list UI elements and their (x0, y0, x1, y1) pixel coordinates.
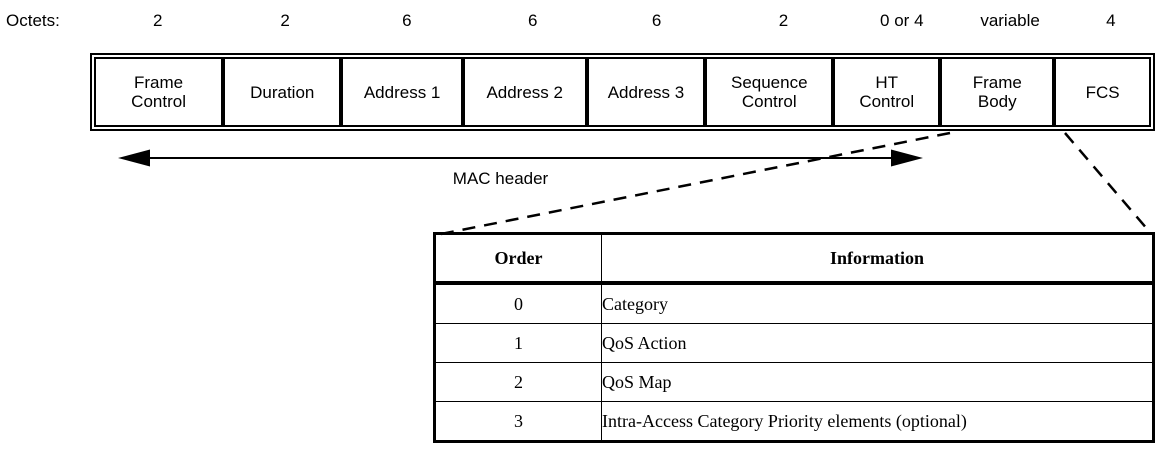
mac-frame-field-row: Frame Control Duration Address 1 Address… (90, 53, 1155, 131)
octet-count-address-1: 6 (402, 11, 412, 30)
dashed-connector-right (1064, 132, 1149, 231)
octet-count-address-2: 6 (528, 11, 538, 30)
field-duration: Duration (223, 57, 342, 127)
table-header-row: Order Information (434, 233, 1154, 285)
field-sequence-control: Sequence Control (705, 57, 834, 127)
field-address-2: Address 2 (462, 57, 587, 127)
octet-count-fcs: 4 (1106, 11, 1116, 30)
order-value: 1 (434, 323, 602, 363)
mac-header-arrow (118, 149, 923, 167)
information-value: Intra-Access Category Priority elements … (601, 401, 1154, 442)
column-header-information: Information (601, 233, 1154, 285)
octet-count-sequence-control: 2 (778, 11, 789, 30)
octets-row: 2 2 6 6 6 2 0 or 4 variable 4 (90, 11, 1155, 31)
field-ht-control: HT Control (833, 57, 941, 127)
frame-body-order-table: Order Information 0 Category 1 QoS Actio… (433, 232, 1155, 443)
octet-count-address-3: 6 (651, 11, 662, 30)
information-value: QoS Action (601, 323, 1154, 363)
order-value: 2 (434, 362, 602, 402)
order-value: 3 (434, 401, 602, 442)
field-fcs: FCS (1054, 57, 1151, 127)
information-value: Category (601, 282, 1154, 324)
order-value: 0 (434, 282, 602, 324)
mac-header-label: MAC header (452, 169, 549, 188)
table-row: 2 QoS Map (434, 362, 1154, 402)
octet-count-frame-body: variable (980, 11, 1040, 30)
table-row: 0 Category (434, 282, 1154, 324)
column-header-order: Order (434, 233, 602, 285)
octet-count-frame-control: 2 (152, 11, 163, 30)
octets-label: Octets: (6, 11, 60, 30)
information-value: QoS Map (601, 362, 1154, 402)
octet-count-ht-control: 0 or 4 (880, 11, 924, 30)
field-frame-control: Frame Control (94, 57, 224, 127)
table-row: 3 Intra-Access Category Priority element… (434, 401, 1154, 442)
octet-count-duration: 2 (280, 11, 290, 30)
field-frame-body: Frame Body (940, 57, 1055, 127)
table-row: 1 QoS Action (434, 323, 1154, 363)
field-address-3: Address 3 (586, 57, 706, 127)
field-address-1: Address 1 (341, 57, 463, 127)
